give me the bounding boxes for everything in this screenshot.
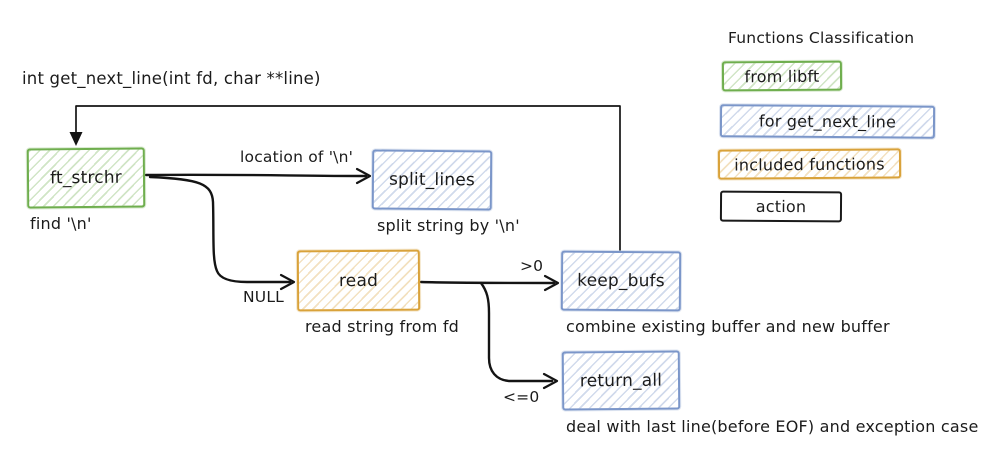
legend-item-from-libft: from libft xyxy=(721,60,843,92)
node-keep-bufs: keep_bufs xyxy=(560,250,682,312)
node-ft-strchr: ft_strchr xyxy=(26,147,146,209)
legend-title: Functions Classification xyxy=(728,29,915,47)
arrow-read-to-returnall xyxy=(479,281,554,383)
caption-keep-bufs: combine existing buffer and new buffer xyxy=(566,317,890,336)
node-return-all-label: return_all xyxy=(579,370,663,391)
arrowhead-keepbufs xyxy=(543,274,560,292)
function-signature: int get_next_line(int fd, char **line) xyxy=(22,69,321,88)
node-ft-strchr-label: ft_strchr xyxy=(49,167,123,189)
legend-item-for-get-next-line: for get_next_line xyxy=(719,104,936,139)
arrow-ftstrchr-to-splitlines xyxy=(144,173,368,178)
edge-label-null: NULL xyxy=(243,288,285,306)
arrowhead-down-ftstrchr xyxy=(69,132,83,146)
edge-label-location-of-newline: location of '\n' xyxy=(240,148,354,166)
node-keep-bufs-label: keep_bufs xyxy=(577,270,665,292)
legend-item-action-label: action xyxy=(755,196,807,217)
arrow-read-to-keepbufs xyxy=(419,280,556,285)
edge-label-gt0: >0 xyxy=(520,257,544,275)
node-read-label: read xyxy=(338,270,379,291)
legend-item-included-functions-label: included functions xyxy=(734,153,885,175)
legend-item-included-functions: included functions xyxy=(717,148,902,180)
caption-return-all: deal with last line(before EOF) and exce… xyxy=(566,417,979,436)
node-read: read xyxy=(296,249,421,312)
node-return-all: return_all xyxy=(561,350,681,411)
arrow-ftstrchr-to-read xyxy=(148,175,292,284)
caption-split-lines: split string by '\n' xyxy=(377,216,520,235)
arrowhead-read xyxy=(279,273,296,291)
caption-read: read string from fd xyxy=(305,317,460,336)
node-split-lines-label: split_lines xyxy=(388,169,476,191)
arrow-keepbufs-to-ftstrchr xyxy=(75,105,621,251)
legend-item-for-get-next-line-label: for get_next_line xyxy=(758,111,897,132)
node-split-lines: split_lines xyxy=(371,149,493,211)
caption-ft-strchr: find '\n' xyxy=(30,214,92,233)
arrowhead-returnall xyxy=(542,372,559,390)
arrowhead-splitlines xyxy=(355,167,372,185)
edge-label-le0: <=0 xyxy=(503,388,540,406)
legend-item-from-libft-label: from libft xyxy=(744,66,820,86)
legend-item-action: action xyxy=(719,190,843,223)
